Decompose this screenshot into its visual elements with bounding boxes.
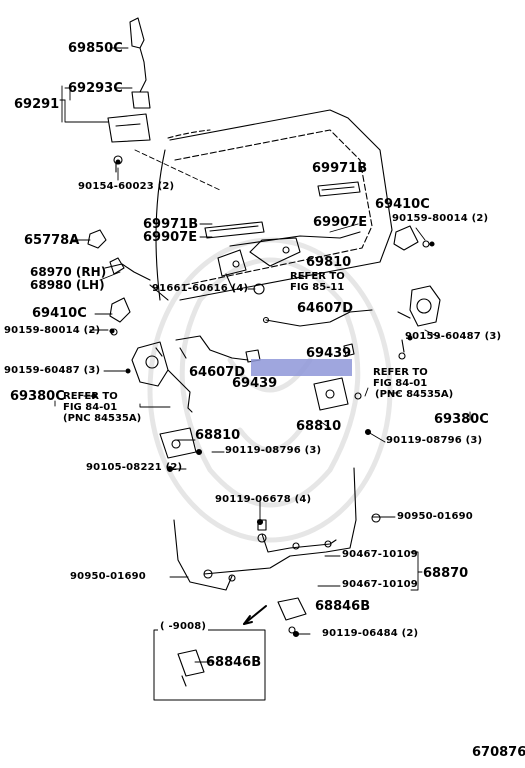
label-90105-08221[interactable]: 90105-08221 (2) — [86, 462, 183, 473]
label-69810[interactable]: 69810 — [306, 255, 352, 270]
label-refer-85-1: REFER TO — [290, 271, 345, 282]
diagram-number: 670876 — [472, 745, 525, 760]
leader-lines — [54, 47, 471, 663]
label-90159-80014-right[interactable]: 90159-80014 (2) — [392, 213, 489, 224]
label-68980[interactable]: 68980 (LH) — [30, 278, 105, 292]
label-refer-84-left-1: REFER TO — [63, 391, 118, 402]
label-69291[interactable]: 69291 — [14, 97, 60, 112]
lock-assembly-left — [131, 341, 193, 413]
label-69971b-top[interactable]: 69971B — [312, 161, 368, 176]
weatherstrips — [204, 181, 361, 239]
label-69410c-left[interactable]: 69410C — [32, 306, 87, 321]
label-69439-left[interactable]: 69439 — [232, 376, 278, 391]
label-68970[interactable]: 68970 (RH) — [30, 265, 107, 279]
inset-box — [153, 629, 266, 701]
label-90467-10109-a[interactable]: 90467-10109 — [342, 549, 418, 560]
label-90119-08796-left[interactable]: 90119-08796 (3) — [225, 445, 322, 456]
label-90119-06484[interactable]: 90119-06484 (2) — [322, 628, 419, 639]
label-69907e-right[interactable]: 69907E — [313, 215, 368, 230]
screw-icons — [91, 159, 435, 638]
label-refer-84-left-2: FIG 84-01 — [63, 402, 118, 413]
part-68970 — [104, 257, 151, 281]
link-rod-left — [175, 335, 249, 361]
label-68846b-inset[interactable]: 68846B — [206, 655, 262, 670]
remote-control-assembly — [217, 231, 361, 295]
label-90467-10109-b[interactable]: 90467-10109 — [342, 579, 418, 590]
part-69410c-right — [393, 225, 430, 251]
label-69293c[interactable]: 69293C — [68, 81, 123, 96]
label-90159-60487-left[interactable]: 90159-60487 (3) — [4, 365, 101, 376]
label-69439-right[interactable]: 69439 — [306, 346, 352, 361]
label-90119-06678[interactable]: 90119-06678 (4) — [215, 494, 312, 505]
striker-right — [313, 377, 362, 411]
label-69380c-right[interactable]: 69380C — [434, 412, 489, 427]
label-refer-84-right-3: (PNC 84535A) — [375, 389, 454, 400]
label-refer-84-right-2: FIG 84-01 — [373, 378, 428, 389]
highlight-box — [251, 359, 352, 376]
label-68810-left[interactable]: 68810 — [195, 428, 241, 443]
label-range-9008: ( -9008) — [158, 621, 209, 632]
label-68810-right[interactable]: 68810 — [296, 419, 342, 434]
label-69850c[interactable]: 69850C — [68, 41, 123, 56]
label-90154-60023[interactable]: 90154-60023 (2) — [78, 181, 175, 192]
bracket-68846b — [243, 597, 307, 634]
label-refer-84-right-1: REFER TO — [373, 367, 428, 378]
label-91661-60616[interactable]: 91661-60616 (4) — [152, 283, 249, 294]
label-refer-85-2: FIG 85-11 — [290, 282, 345, 293]
label-refer-84-left-3: (PNC 84535A) — [63, 413, 142, 424]
link-rod-right — [262, 309, 373, 327]
label-69380c-left[interactable]: 69380C — [10, 389, 65, 404]
label-64607d-right[interactable]: 64607D — [297, 301, 354, 316]
rod-68870 — [173, 467, 381, 591]
label-90950-01690-left[interactable]: 90950-01690 — [70, 571, 146, 582]
label-69971b[interactable]: 69971B — [143, 217, 199, 232]
label-90159-80014-left[interactable]: 90159-80014 (2) — [4, 325, 101, 336]
label-64607d-left[interactable]: 64607D — [189, 365, 246, 380]
label-68870[interactable]: 68870 — [423, 566, 469, 581]
label-90119-08796-right[interactable]: 90119-08796 (3) — [386, 435, 483, 446]
label-90159-60487-right[interactable]: 90159-60487 (3) — [405, 331, 502, 342]
lock-assembly-right — [397, 285, 441, 360]
inside-handle-rod — [107, 17, 151, 173]
bracket-68846b-inset — [177, 649, 205, 687]
striker-left — [159, 427, 197, 459]
door-panel — [149, 109, 393, 301]
label-69410c-right[interactable]: 69410C — [375, 197, 430, 212]
label-69907e-left[interactable]: 69907E — [143, 230, 198, 245]
label-90950-01690-right[interactable]: 90950-01690 — [397, 511, 473, 522]
label-65778a[interactable]: 65778A — [24, 233, 80, 248]
part-65778a — [87, 229, 107, 249]
label-68846b-right[interactable]: 68846B — [315, 599, 371, 614]
